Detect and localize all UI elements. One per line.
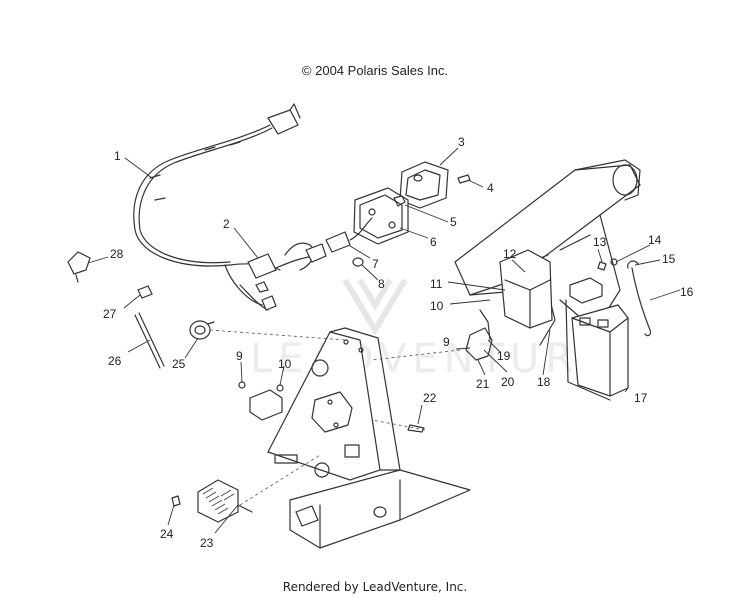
leader-lines bbox=[87, 147, 681, 534]
callout-6: 6 bbox=[430, 235, 437, 249]
callout-14: 14 bbox=[648, 233, 662, 247]
battery-strap bbox=[631, 267, 652, 337]
washer bbox=[352, 257, 364, 267]
callout-5: 5 bbox=[450, 215, 457, 229]
callout-16: 16 bbox=[680, 285, 694, 299]
connector-plug bbox=[325, 231, 351, 253]
wire-harness bbox=[133, 103, 327, 311]
relay bbox=[249, 389, 283, 421]
relay-screw bbox=[276, 384, 284, 392]
copyright-notice: © 2004 Polaris Sales Inc. bbox=[301, 63, 449, 78]
callout-26: 26 bbox=[108, 354, 122, 368]
relay-nut bbox=[238, 381, 246, 389]
clip bbox=[137, 285, 153, 299]
callout-13: 13 bbox=[593, 235, 607, 249]
screw bbox=[457, 174, 471, 184]
callout-3: 3 bbox=[458, 135, 465, 149]
callout-12: 12 bbox=[503, 247, 517, 261]
callout-25: 25 bbox=[172, 357, 186, 371]
callout-9-right: 9 bbox=[443, 335, 450, 349]
callout-2: 2 bbox=[223, 217, 230, 231]
callout-7: 7 bbox=[372, 257, 379, 271]
regulator-bolt bbox=[171, 495, 181, 507]
callout-15: 15 bbox=[662, 252, 676, 266]
callout-21: 21 bbox=[476, 377, 490, 391]
tail-light-housing bbox=[353, 187, 409, 245]
lower-frame bbox=[289, 469, 471, 549]
callout-19: 19 bbox=[497, 349, 511, 363]
connector bbox=[67, 251, 91, 283]
callout-17: 17 bbox=[634, 391, 648, 405]
callout-11: 11 bbox=[430, 277, 443, 291]
bulb bbox=[393, 195, 406, 207]
callout-20: 20 bbox=[501, 375, 515, 389]
callout-10: 10 bbox=[278, 357, 292, 371]
callout-9: 9 bbox=[236, 349, 243, 363]
callout-10-right: 10 bbox=[430, 299, 444, 313]
callout-1: 1 bbox=[114, 149, 121, 163]
voltage-regulator bbox=[197, 479, 253, 523]
callout-labels: 1 2 3 4 5 6 7 8 9 10 11 12 13 14 15 16 1… bbox=[103, 135, 694, 550]
callout-22: 22 bbox=[423, 391, 437, 405]
callout-4: 4 bbox=[487, 181, 494, 195]
callout-8: 8 bbox=[378, 277, 385, 291]
mounting-plate bbox=[267, 327, 401, 481]
callout-28: 28 bbox=[110, 247, 124, 261]
relay-mount bbox=[465, 327, 493, 361]
callout-27: 27 bbox=[103, 307, 117, 321]
rendered-by-footer: Rendered by LeadVenture, Inc. bbox=[282, 580, 468, 594]
battery bbox=[565, 299, 629, 401]
strap-hook bbox=[627, 260, 639, 269]
callout-24: 24 bbox=[160, 527, 174, 541]
terminal-bolt bbox=[597, 261, 607, 271]
callout-18: 18 bbox=[537, 375, 551, 389]
bolt bbox=[407, 424, 425, 433]
watermark-text: LEADVENTURE bbox=[250, 336, 610, 382]
watermark-logo: LEADVENTURE bbox=[250, 278, 610, 382]
callout-23: 23 bbox=[200, 536, 214, 550]
battery-cover bbox=[569, 277, 603, 304]
